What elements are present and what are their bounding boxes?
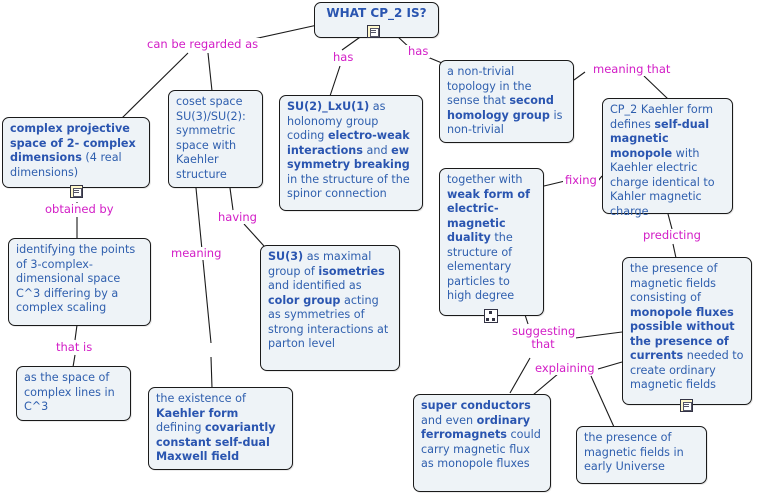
text: and even bbox=[421, 413, 477, 427]
text: as holonomy group coding bbox=[287, 100, 386, 142]
text: is non-trivial bbox=[447, 108, 563, 137]
text-bold: second homology group bbox=[447, 94, 554, 122]
node-kaehler-form[interactable]: the existence of Kaehler form defining c… bbox=[148, 387, 293, 470]
text: the existence of bbox=[156, 392, 246, 405]
node-superconductors[interactable]: super conductors and even ordinary ferro… bbox=[413, 394, 551, 492]
text-bold: color group bbox=[268, 293, 341, 307]
text: acting as symmetries of strong interacti… bbox=[268, 293, 389, 351]
node-topology[interactable]: a non-trivial topology in the sense that… bbox=[439, 60, 574, 143]
text: needed to create ordinary magnetic field… bbox=[630, 349, 744, 391]
node-holonomy[interactable]: SU(2)_LxU(1) as holonomy group coding el… bbox=[279, 95, 423, 211]
text-bold: complex projective space of 2- complex d… bbox=[10, 122, 136, 164]
link-label-can-be-regarded-as: can be regarded as bbox=[145, 37, 261, 51]
text: in the structure of the spinor connectio… bbox=[287, 172, 410, 201]
text: as maximal group of bbox=[268, 250, 372, 278]
text-bold: isometries bbox=[318, 264, 385, 278]
node-coset-space[interactable]: coset space SU(3)/SU(2): symmetric space… bbox=[168, 90, 263, 188]
text: the presence of magnetic fields consisti… bbox=[630, 262, 718, 304]
text: and identified as bbox=[268, 279, 362, 292]
text-bold: weak form of electric-magnetic duality bbox=[447, 187, 530, 245]
node-space-of-lines[interactable]: as the space of complex lines in C^3 bbox=[16, 366, 131, 421]
node-complex-projective[interactable]: complex projective space of 2- complex d… bbox=[2, 117, 150, 188]
text-bold: self-dual magnetic monopole bbox=[610, 117, 710, 160]
link-label-suggesting-that: suggesting that bbox=[510, 324, 576, 351]
document-icon[interactable] bbox=[367, 25, 380, 38]
text-bold: covariantly constant self-dual Maxwell f… bbox=[156, 421, 276, 463]
text-bold: super conductors bbox=[421, 399, 531, 412]
link-label-has: has bbox=[331, 50, 356, 64]
text: together with bbox=[447, 173, 523, 186]
concept-map-icon[interactable] bbox=[484, 309, 498, 323]
document-icon[interactable] bbox=[680, 399, 693, 412]
text: the presence of magnetic fields in early… bbox=[584, 431, 684, 473]
text-bold: SU(3) bbox=[268, 250, 304, 263]
text: and bbox=[362, 143, 392, 157]
link-label-meaning: meaning bbox=[169, 246, 224, 260]
link-label-having: having bbox=[216, 210, 259, 224]
link-label-explaining: explaining bbox=[533, 361, 597, 375]
link-label-that-is: that is bbox=[54, 340, 95, 354]
text-bold: SU(2)_LxU(1) bbox=[287, 100, 370, 113]
text: with Kaehler electric charge identical t… bbox=[610, 146, 715, 218]
text-bold: monopole fluxes possible without the pre… bbox=[630, 305, 735, 363]
node-kaehler-monopole[interactable]: CP_2 Kaehler form defines self-dual magn… bbox=[602, 98, 733, 218]
text-bold: ew symmetry breaking bbox=[287, 143, 410, 172]
text: coset space SU(3)/SU(2): symmetric space… bbox=[176, 95, 246, 181]
text-bold: Kaehler form bbox=[156, 406, 239, 420]
link-label-predicting: predicting bbox=[641, 228, 703, 242]
text: the structure of elementary particles to… bbox=[447, 231, 515, 302]
node-identifying[interactable]: identifying the points of 3-complex-dime… bbox=[8, 238, 151, 326]
document-icon[interactable] bbox=[70, 185, 83, 198]
text: (4 real dimensions) bbox=[10, 151, 122, 179]
node-weak-form[interactable]: together with weak form of electric-magn… bbox=[439, 168, 544, 316]
text-bold: ordinary ferromagnets bbox=[421, 413, 531, 442]
link-label-meaning-that: meaning that bbox=[591, 62, 673, 76]
text: could carry magnetic flux as monopole fl… bbox=[421, 428, 541, 470]
node-su3[interactable]: SU(3) as maximal group of isometries and… bbox=[260, 245, 400, 371]
link-label-has: has bbox=[406, 44, 431, 58]
text: CP_2 Kaehler form defines bbox=[610, 103, 714, 131]
link-label-fixing: fixing bbox=[563, 173, 599, 187]
node-monopole-fluxes[interactable]: the presence of magnetic fields consisti… bbox=[622, 257, 752, 405]
text: defining bbox=[156, 421, 205, 434]
node-early-universe[interactable]: the presence of magnetic fields in early… bbox=[576, 426, 707, 484]
text: a non-trivial topology in the sense that bbox=[447, 65, 532, 107]
link-label-obtained-by: obtained by bbox=[43, 202, 116, 216]
text-bold: electro-weak interactions bbox=[287, 129, 410, 157]
root-title: WHAT CP_2 IS? bbox=[326, 6, 427, 20]
text: as the space of complex lines in C^3 bbox=[24, 371, 115, 413]
text: identifying the points of 3-complex-dime… bbox=[16, 243, 136, 314]
